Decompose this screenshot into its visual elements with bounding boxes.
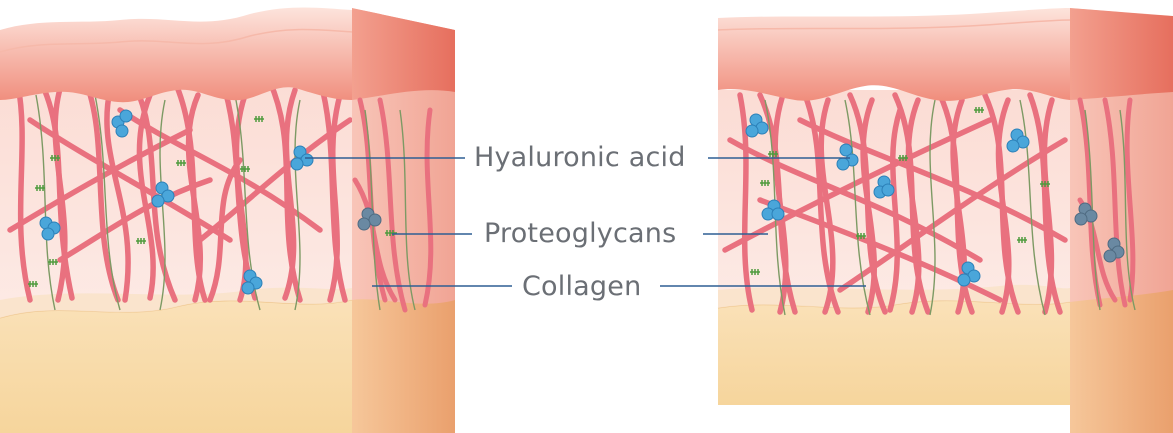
right-skin-block <box>717 8 1173 433</box>
hyaluronic-acid-label: Hyaluronic acid <box>474 142 686 173</box>
proteoglycans-label: Proteoglycans <box>484 218 677 249</box>
right-collagen-fibers <box>722 92 1068 315</box>
left-collagen-fibers <box>7 77 352 303</box>
left-hyaluronic-acid <box>39 109 382 295</box>
right-subcutaneous <box>718 300 1070 405</box>
leader-lines <box>305 157 866 287</box>
collagen-label: Collagen <box>522 271 642 302</box>
right-proteoglycan-marks <box>750 107 1050 275</box>
left-proteoglycan-marks <box>28 116 397 287</box>
left-subcutaneous <box>0 300 352 433</box>
right-hyaluronic-acid <box>745 113 1125 287</box>
right-epidermis <box>718 8 1070 101</box>
left-skin-block <box>0 7 455 433</box>
left-epidermis <box>0 7 352 103</box>
